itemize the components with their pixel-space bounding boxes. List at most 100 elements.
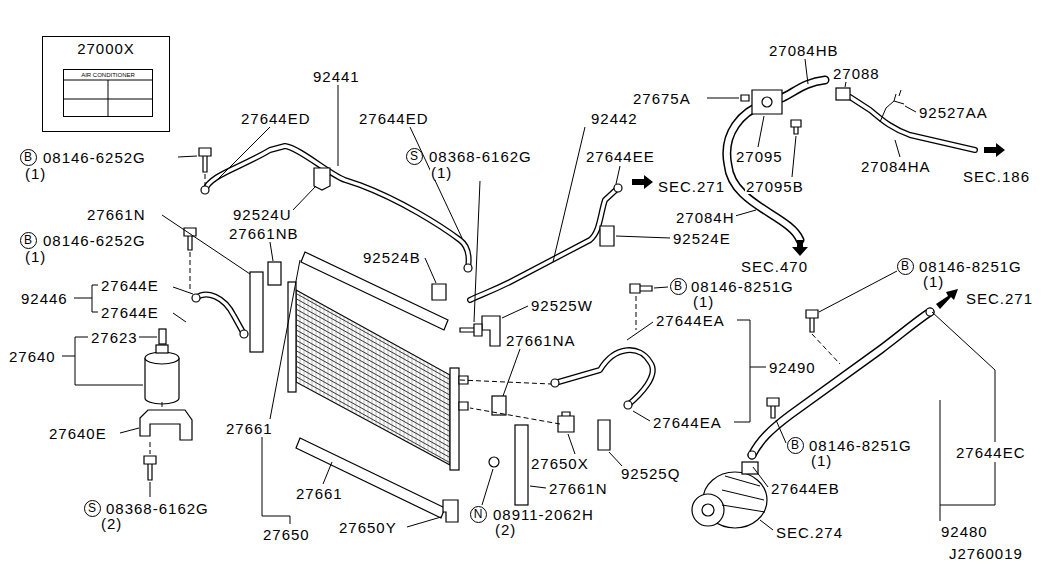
condenser-fin xyxy=(432,365,433,455)
receiver-drier-top xyxy=(145,352,179,364)
callout-number: 27644E xyxy=(100,305,160,320)
callout-number: (1) xyxy=(692,294,715,309)
callout-number: 27650Y xyxy=(338,520,398,535)
condenser-fin xyxy=(364,328,365,419)
pipe-outline xyxy=(470,188,618,300)
circled-letter: S xyxy=(84,500,101,517)
condenser-fitting xyxy=(459,376,468,410)
circle-letter: B xyxy=(24,234,32,246)
condenser-fin xyxy=(408,352,409,443)
o-ring xyxy=(240,330,248,338)
hose-outline xyxy=(727,102,800,240)
condenser-fin xyxy=(396,345,397,436)
callout-number: 08146-8251G xyxy=(918,259,1023,274)
condenser-fin xyxy=(440,369,441,459)
label-sticker: AIR CONDITIONER xyxy=(63,69,153,117)
callout-number: (2) xyxy=(494,522,517,537)
pipe-bore xyxy=(205,146,469,268)
circled-letter: B xyxy=(787,437,804,454)
bolt xyxy=(767,398,779,418)
compressor-clutch xyxy=(692,494,724,526)
circle-letter: N xyxy=(474,508,483,520)
callout-number: 27084HB xyxy=(768,43,840,58)
condenser-fin xyxy=(332,310,333,402)
callout-number: 27650X xyxy=(530,456,590,471)
pipe-clamp xyxy=(314,168,330,190)
drier-fitting xyxy=(156,345,168,353)
condenser-fin xyxy=(360,325,361,416)
nut xyxy=(489,457,499,467)
pressure-sensor xyxy=(558,412,574,432)
callout-number: 27095 xyxy=(735,149,784,164)
callout-number: 27095B xyxy=(745,179,805,194)
condenser-fin xyxy=(348,319,349,410)
bolt xyxy=(460,324,482,336)
side-seal xyxy=(515,425,528,505)
condenser-fin xyxy=(384,339,385,430)
compressor-port xyxy=(742,462,758,474)
circle-letter: S xyxy=(410,150,418,162)
callout-number: 27640 xyxy=(8,349,57,364)
circled-letter: B xyxy=(20,149,37,166)
callout-number: 27644EB xyxy=(770,481,841,496)
condenser-fin xyxy=(368,330,369,421)
condenser-fin xyxy=(412,354,413,444)
part-number: 27000X xyxy=(43,37,169,56)
condenser-fin xyxy=(448,374,449,464)
bolt xyxy=(806,310,818,332)
callout-number: SEC.271 xyxy=(965,291,1034,306)
condenser-fin xyxy=(300,292,301,384)
callout-number: 92524E xyxy=(672,231,732,246)
callout-number: 92525Q xyxy=(620,466,681,481)
callout-number: 92524U xyxy=(232,207,293,222)
condenser-fin xyxy=(388,341,389,432)
callout-number: 27644EC xyxy=(955,445,1027,460)
callout-number: (2) xyxy=(100,516,123,531)
condenser-fin xyxy=(324,305,325,397)
side-seal xyxy=(250,272,263,352)
callout-number: 92524B xyxy=(362,250,422,265)
condenser-fin xyxy=(312,299,313,391)
callout-number: 92527AA xyxy=(918,105,989,120)
pipe-outline xyxy=(196,295,244,334)
condenser-fin xyxy=(356,323,357,414)
pipe-outline xyxy=(555,350,653,405)
condenser-fins xyxy=(297,292,449,464)
bolt xyxy=(199,148,211,172)
condenser-fin xyxy=(336,312,337,403)
callout-number: 27661 xyxy=(225,421,274,436)
condenser-fin xyxy=(352,321,353,412)
sticker-text: AIR CONDITIONER xyxy=(64,70,152,78)
callout-number: 92446 xyxy=(20,291,69,306)
callout-number: 27661N xyxy=(548,481,609,496)
bolt xyxy=(144,456,156,480)
circled-letter: B xyxy=(20,232,37,249)
condenser-bracket xyxy=(443,500,458,522)
callout-number: (1) xyxy=(430,165,453,180)
pressure-switch xyxy=(159,329,166,344)
callout-number: 08146-8251G xyxy=(808,438,913,453)
callout-number: SEC.186 xyxy=(962,169,1031,184)
callout-number: 27644EE xyxy=(585,149,656,164)
callout-number: J2760019 xyxy=(948,546,1024,561)
harness-wire xyxy=(880,90,904,122)
circled-letter: B xyxy=(897,258,914,275)
circled-letter: N xyxy=(470,506,487,523)
direction-arrow xyxy=(936,289,958,309)
condenser-fin xyxy=(404,350,405,441)
callout-number: 08368-6162G xyxy=(105,501,210,516)
pipe-bore xyxy=(470,188,618,300)
condenser-tank xyxy=(288,282,296,392)
callout-number: 92490 xyxy=(768,360,817,375)
circle-letter: B xyxy=(674,280,682,292)
drier-bracket xyxy=(140,410,192,440)
callout-number: 08146-6252G xyxy=(42,150,147,165)
bolt xyxy=(791,120,801,134)
callout-number: 92525W xyxy=(530,298,594,313)
condenser-tank xyxy=(450,368,459,470)
callout-number: 27675A xyxy=(632,91,692,106)
callout-number: 27661 xyxy=(295,486,344,501)
condenser-fin xyxy=(320,303,321,395)
callout-number: 08146-8251G xyxy=(690,279,795,294)
condenser-fin xyxy=(400,347,401,438)
